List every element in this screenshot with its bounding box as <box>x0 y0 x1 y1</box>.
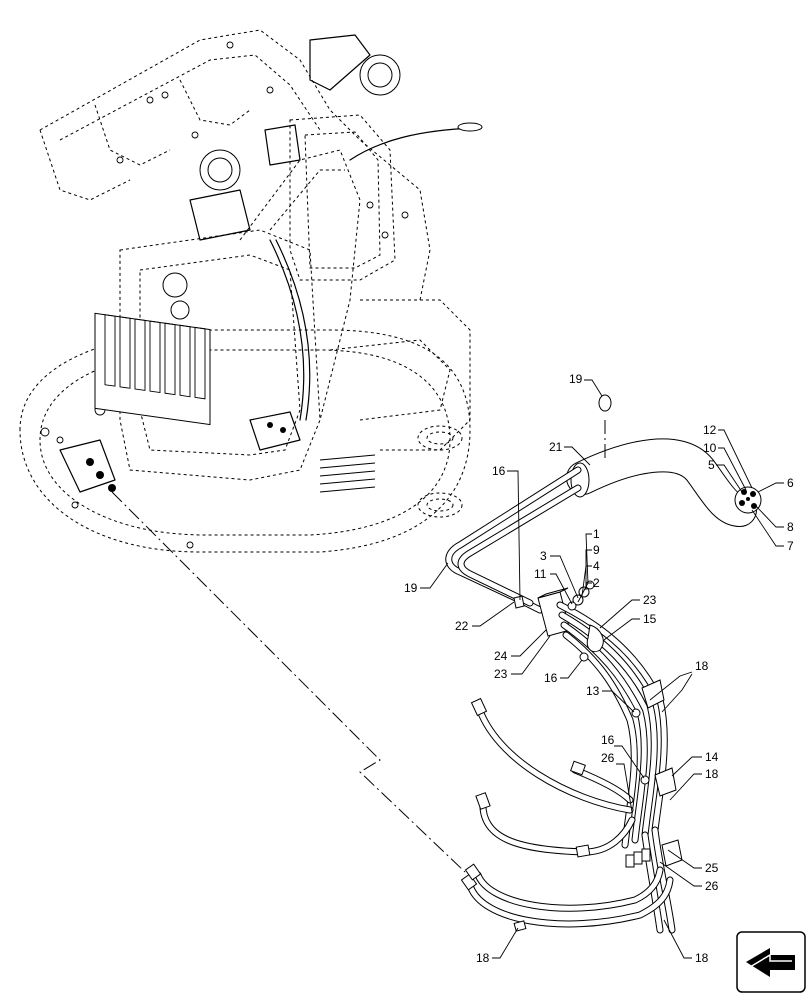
callout-23: 24 <box>494 649 508 663</box>
bulkhead-fitting <box>734 486 762 514</box>
callout-9: 9 <box>593 543 600 557</box>
callout-17: 16 <box>492 464 506 478</box>
callout-11: 11 <box>534 567 547 581</box>
callout-16-lower: 16 <box>601 733 615 747</box>
solenoid-valve-cluster <box>189 34 401 241</box>
callout-25: 25 <box>705 861 719 875</box>
callout-18-upper: 18 <box>695 659 709 673</box>
excavator-upper-frame <box>19 29 483 553</box>
callout-26-lower: 26 <box>705 879 719 893</box>
callout-19-top: 19 <box>569 372 583 386</box>
control-valve-block <box>94 272 211 426</box>
swivel-fittings <box>59 411 301 493</box>
callout-14: 14 <box>705 750 719 764</box>
callout-18-mid: 18 <box>705 767 719 781</box>
routing-reference-line <box>111 491 466 873</box>
callout-18-bottom-left: 18 <box>476 951 490 965</box>
hose-end-fittings <box>460 697 651 891</box>
callout-6: 6 <box>787 476 794 490</box>
callout-13: 13 <box>586 684 600 698</box>
callout-8: 8 <box>787 520 794 534</box>
o-ring <box>598 394 612 412</box>
callout-12: 12 <box>703 423 717 437</box>
callout-16-upper: 16 <box>544 671 558 685</box>
callout-26-upper: 26 <box>601 751 615 765</box>
branch-hoses <box>466 701 674 928</box>
callout-10: 10 <box>703 441 717 455</box>
callout-2: 2 <box>593 576 600 590</box>
callout-1: 1 <box>593 527 600 541</box>
callout-4: 4 <box>593 559 600 573</box>
callout-22: 23 <box>494 667 508 681</box>
next-page-arrow-icon[interactable] <box>736 931 806 993</box>
callout-19-left: 19 <box>404 581 418 595</box>
callout-24: 23 <box>643 593 657 607</box>
callout-18-bottom-right: 18 <box>695 951 709 965</box>
callout-5: 5 <box>708 458 715 472</box>
hose-assembly <box>445 394 762 934</box>
callout-15: 15 <box>643 612 657 626</box>
callouts: 19 21 12 10 5 6 8 7 16 19 1 9 3 <box>404 372 794 965</box>
callout-3: 3 <box>540 549 547 563</box>
callout-21: 22 <box>455 619 469 633</box>
grille <box>319 454 376 493</box>
callout-20: 21 <box>549 440 563 454</box>
callout-7: 7 <box>787 539 794 553</box>
